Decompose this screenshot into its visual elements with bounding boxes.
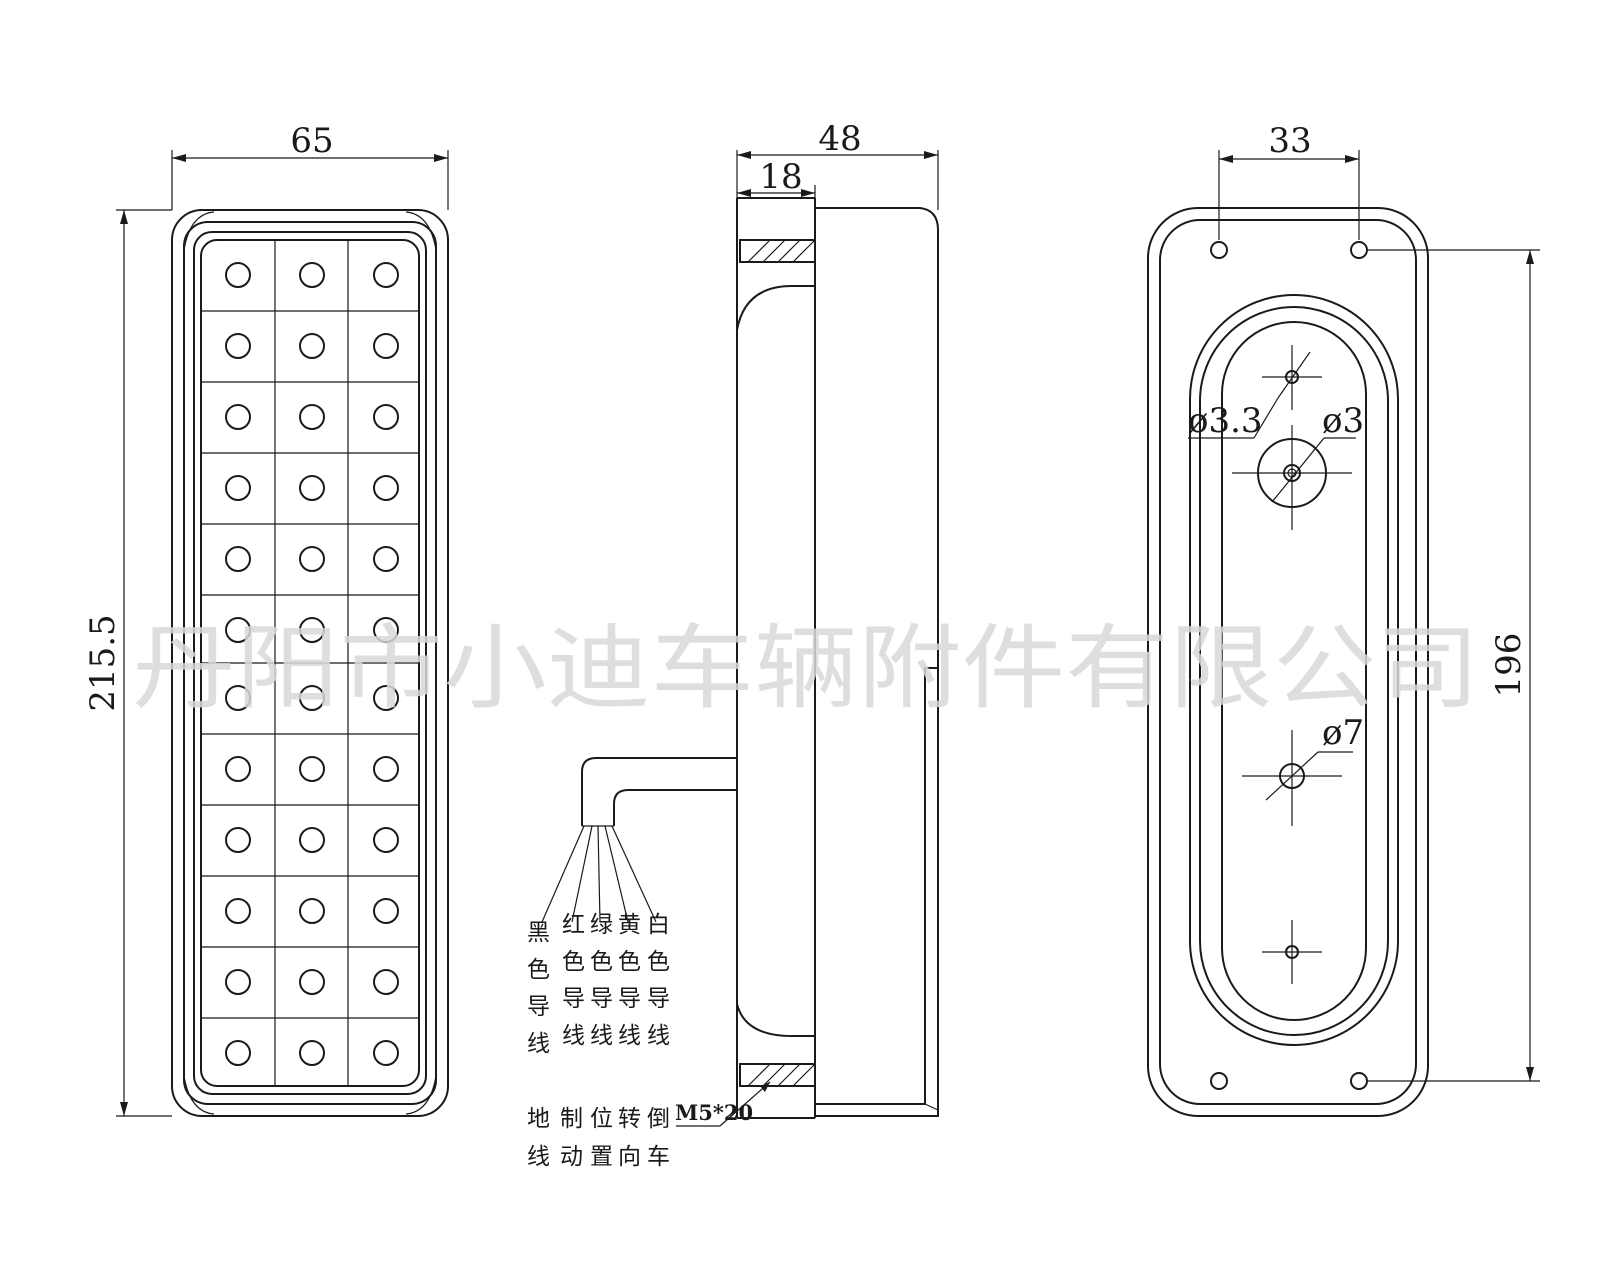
svg-text:色: 色 bbox=[562, 949, 585, 975]
front-view bbox=[171, 209, 449, 1117]
front-dimensions: 65 215.5 bbox=[83, 121, 449, 1117]
back-view bbox=[1147, 207, 1429, 1117]
led-dot bbox=[299, 898, 325, 924]
led-dot bbox=[299, 617, 325, 643]
led-dot bbox=[373, 475, 399, 501]
wire-leaders bbox=[541, 825, 657, 923]
svg-text:红: 红 bbox=[562, 912, 585, 938]
wire-label-black: 黑 色 导 线 地 线 bbox=[527, 920, 550, 1170]
led-array bbox=[225, 262, 399, 1066]
back-height-label: 196 bbox=[1489, 633, 1529, 698]
side-flange-label: 18 bbox=[759, 157, 802, 197]
led-dot bbox=[299, 1040, 325, 1066]
led-dot bbox=[225, 546, 251, 572]
led-dot bbox=[373, 546, 399, 572]
svg-text:地: 地 bbox=[527, 1106, 550, 1132]
svg-text:导: 导 bbox=[527, 994, 550, 1020]
led-dot bbox=[225, 404, 251, 430]
svg-text:色: 色 bbox=[590, 949, 613, 975]
wire-label-green: 绿 色 导 线 位 置 bbox=[590, 912, 613, 1170]
led-dot bbox=[373, 404, 399, 430]
led-dot bbox=[373, 1040, 399, 1066]
side-dimensions: 48 18 bbox=[736, 119, 939, 210]
side-depth-label: 48 bbox=[818, 119, 861, 159]
svg-text:动: 动 bbox=[560, 1144, 583, 1170]
svg-text:黄: 黄 bbox=[618, 912, 641, 938]
led-dot bbox=[373, 685, 399, 711]
led-dot bbox=[299, 262, 325, 288]
svg-text:置: 置 bbox=[590, 1144, 613, 1170]
led-dot bbox=[225, 969, 251, 995]
side-view bbox=[541, 197, 939, 1127]
wire-labels: 黑 色 导 线 地 线 红 色 导 线 制 动 绿 色 导 线 位 置 黄 色 … bbox=[527, 912, 753, 1170]
svg-text:车: 车 bbox=[647, 1144, 670, 1170]
led-dot bbox=[225, 333, 251, 359]
wire-label-yellow: 黄 色 导 线 转 向 bbox=[618, 912, 641, 1170]
hole-center-label: ø3 bbox=[1322, 401, 1364, 441]
led-dot bbox=[299, 685, 325, 711]
svg-text:导: 导 bbox=[647, 986, 670, 1012]
svg-text:白: 白 bbox=[647, 912, 670, 938]
led-dot bbox=[299, 404, 325, 430]
svg-text:导: 导 bbox=[590, 986, 613, 1012]
back-hole-spacing-label: 33 bbox=[1268, 121, 1311, 161]
led-dot bbox=[299, 969, 325, 995]
led-dot bbox=[299, 827, 325, 853]
svg-text:制: 制 bbox=[560, 1106, 583, 1132]
svg-text:位: 位 bbox=[590, 1106, 613, 1132]
svg-text:色: 色 bbox=[618, 949, 641, 975]
svg-text:倒: 倒 bbox=[647, 1106, 670, 1132]
led-dot bbox=[299, 546, 325, 572]
svg-text:导: 导 bbox=[562, 986, 585, 1012]
led-dot bbox=[225, 898, 251, 924]
led-dot bbox=[373, 827, 399, 853]
led-dot bbox=[225, 475, 251, 501]
svg-text:线: 线 bbox=[562, 1023, 585, 1049]
svg-text:黑: 黑 bbox=[527, 920, 550, 946]
front-width-label: 65 bbox=[290, 121, 333, 161]
svg-text:向: 向 bbox=[618, 1144, 641, 1170]
led-dot bbox=[225, 827, 251, 853]
led-dot bbox=[373, 333, 399, 359]
led-dot bbox=[373, 898, 399, 924]
led-dot bbox=[373, 262, 399, 288]
hole-large-label: ø7 bbox=[1322, 713, 1364, 753]
led-dot bbox=[299, 756, 325, 782]
wire-label-red: 红 色 导 线 制 动 bbox=[560, 912, 585, 1170]
svg-text:色: 色 bbox=[527, 957, 550, 983]
led-dot bbox=[225, 756, 251, 782]
front-height-label: 215.5 bbox=[83, 614, 123, 711]
mount-hole-bottom-right bbox=[1350, 1072, 1368, 1090]
svg-text:导: 导 bbox=[618, 986, 641, 1012]
mount-hole-top-right bbox=[1350, 241, 1368, 259]
led-dot bbox=[373, 756, 399, 782]
svg-text:色: 色 bbox=[647, 949, 670, 975]
led-dot bbox=[225, 685, 251, 711]
led-dot bbox=[299, 333, 325, 359]
bolt-label: M5*20 bbox=[675, 1100, 753, 1125]
led-dot bbox=[373, 969, 399, 995]
back-dimensions: 33 196 ø3.3 ø3 ø7 bbox=[1188, 121, 1540, 1082]
svg-text:线: 线 bbox=[590, 1023, 613, 1049]
led-dot bbox=[299, 475, 325, 501]
led-dot bbox=[225, 262, 251, 288]
hole-small-label: ø3.3 bbox=[1188, 401, 1263, 441]
led-dot bbox=[225, 617, 251, 643]
svg-text:绿: 绿 bbox=[590, 912, 613, 938]
svg-text:线: 线 bbox=[527, 1144, 550, 1170]
mount-hole-top-left bbox=[1210, 241, 1228, 259]
wire-label-white: 白 色 导 线 倒 车 bbox=[647, 912, 670, 1170]
led-grid bbox=[201, 240, 419, 1086]
svg-text:转: 转 bbox=[618, 1106, 641, 1132]
mount-hole-bottom-left bbox=[1210, 1072, 1228, 1090]
svg-text:线: 线 bbox=[647, 1023, 670, 1049]
svg-text:线: 线 bbox=[618, 1023, 641, 1049]
led-dot bbox=[225, 1040, 251, 1066]
company-watermark: 丹阳市小迪车辆附件有限公司 bbox=[132, 615, 1480, 722]
led-dot bbox=[373, 617, 399, 643]
svg-text:线: 线 bbox=[527, 1031, 550, 1057]
